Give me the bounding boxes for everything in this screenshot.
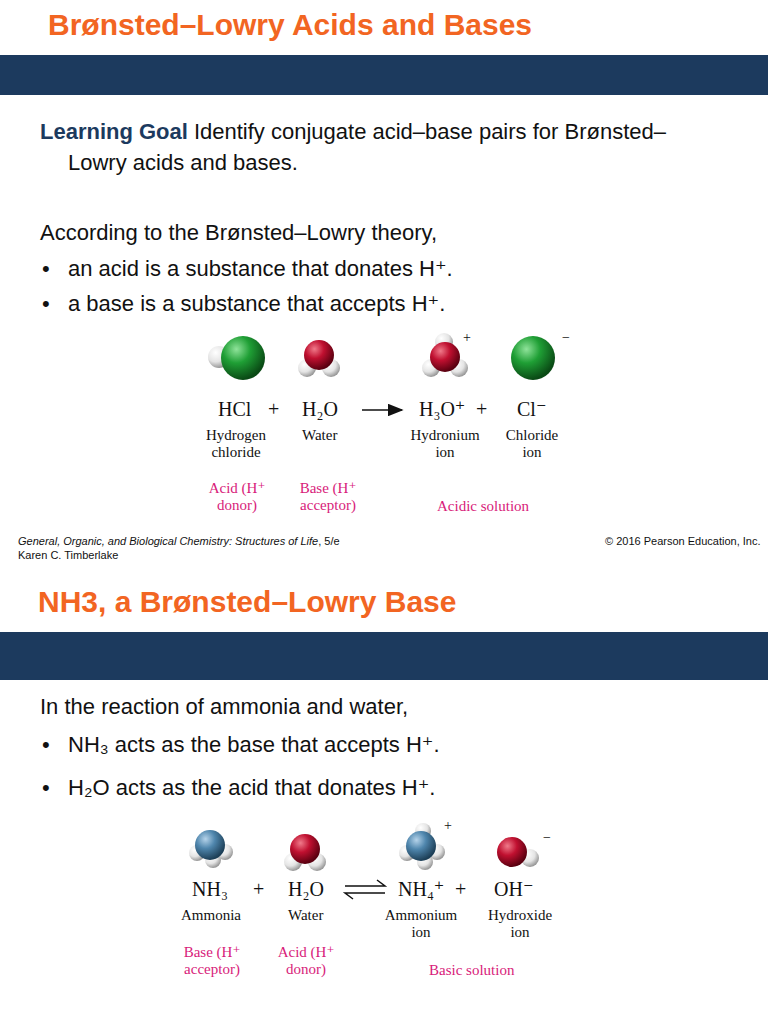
charge-sign: +: [444, 818, 452, 833]
title-band: [0, 55, 768, 95]
compound-name: Hydroxide ion: [481, 907, 559, 940]
molecule-hydronium: [422, 333, 468, 377]
molecule-hcl: [208, 336, 265, 380]
compound-name: Water: [302, 427, 337, 444]
compound-name: Water: [288, 907, 323, 924]
formula: H₂O: [288, 878, 324, 900]
learning-goal-line: Learning GoalIdentify conjugate acid–bas…: [40, 117, 708, 179]
formula: H₃O⁺: [419, 398, 465, 420]
body-text: an acid is a substance that donates H⁺.: [68, 256, 453, 281]
formula: NH₄⁺: [398, 878, 444, 900]
slide-title: Brønsted–Lowry Acids and Bases: [48, 8, 532, 43]
body-text: H₂O acts as the acid that donates H⁺.: [68, 775, 435, 800]
bullet: •: [42, 291, 50, 316]
compound-name: Ammonium ion: [382, 907, 460, 940]
charge-sign: −: [543, 830, 551, 845]
formula: NH₃: [192, 878, 228, 900]
charge-sign: +: [463, 330, 471, 345]
compound-name: Ammonia: [181, 907, 241, 924]
edition: , 5/e: [318, 535, 339, 547]
bullet: •: [42, 732, 50, 757]
role-label: Acid (H⁺ donor): [263, 944, 349, 977]
plus-sign: +: [476, 398, 487, 420]
body-text: a base is a substance that accepts H⁺.: [68, 291, 445, 316]
title-band: [0, 632, 768, 680]
formula: H₂O: [302, 398, 338, 420]
molecule-water: [284, 834, 326, 871]
role-label: Base (H⁺ acceptor): [166, 944, 258, 977]
plus-sign: +: [455, 878, 466, 900]
plus-sign: +: [268, 398, 279, 420]
goal-heading: Learning Goal: [40, 119, 188, 144]
formula: HCl: [218, 398, 251, 420]
molecule-ammonium: [399, 823, 445, 870]
molecule-chloride: [511, 336, 555, 380]
molecule-water: [298, 340, 340, 377]
copyright: © 2016 Pearson Education, Inc.: [605, 535, 760, 548]
molecule-ammonia: [189, 830, 233, 868]
bullet: •: [42, 775, 50, 800]
role-label: Acid (H⁺ donor): [193, 480, 281, 513]
slide-title: NH3, a Brønsted–Lowry Base: [38, 585, 456, 620]
compound-name: Hydrogen chloride: [196, 427, 276, 460]
reaction-arrow: [362, 409, 402, 411]
plus-sign: +: [253, 878, 264, 900]
bullet: •: [42, 256, 50, 281]
body-text: According to the Brønsted–Lowry theory,: [40, 220, 437, 245]
compound-name: Hydronium ion: [405, 427, 485, 460]
author: Karen C. Timberlake: [18, 549, 118, 562]
body-text: NH₃ acts as the base that accepts H⁺.: [68, 732, 440, 757]
compound-name: Chloride ion: [497, 427, 567, 460]
role-label: Base (H⁺ acceptor): [282, 480, 374, 513]
molecule-hydroxide: [497, 837, 539, 867]
formula: Cl⁻: [517, 398, 546, 420]
body-text: In the reaction of ammonia and water,: [40, 694, 408, 719]
formula: OH⁻: [494, 878, 533, 900]
solution-label: Acidic solution: [437, 498, 529, 515]
footer-citation: General, Organic, and Biological Chemist…: [18, 535, 340, 547]
equilibrium-arrow: [345, 880, 385, 899]
charge-sign: −: [562, 330, 570, 345]
book-title: General, Organic, and Biological Chemist…: [18, 535, 318, 547]
solution-label: Basic solution: [429, 962, 514, 979]
